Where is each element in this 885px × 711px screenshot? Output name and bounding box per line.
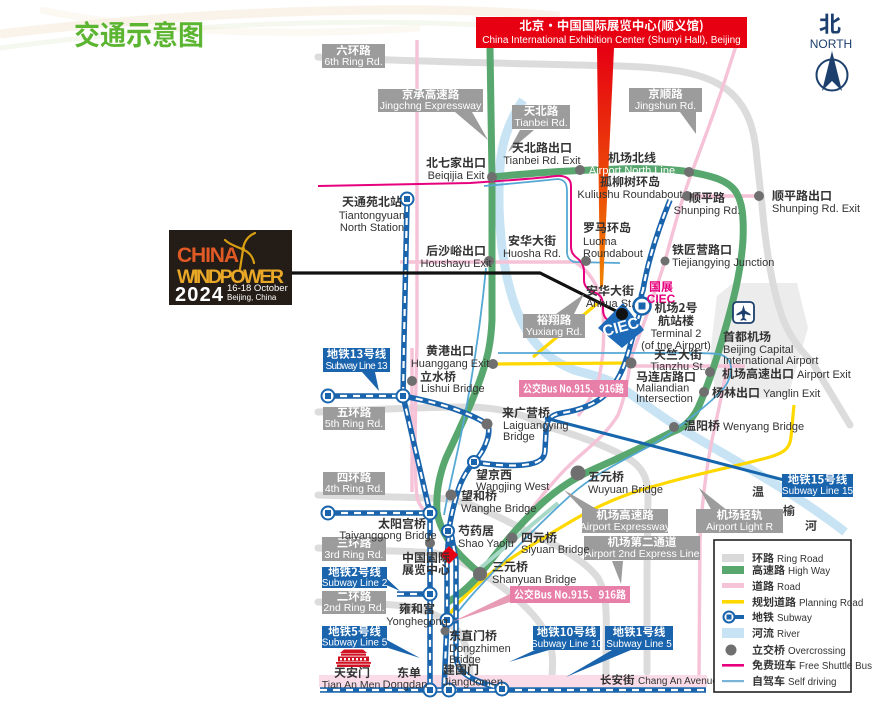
svg-text:International Airport: International Airport [723, 355, 818, 367]
svg-text:Subway Line 5: Subway Line 5 [322, 638, 388, 649]
svg-text:Beijing, China: Beijing, China [227, 293, 277, 302]
svg-text:Shao Yaoju: Shao Yaoju [458, 538, 514, 550]
svg-text:Dongdan: Dongdan [383, 679, 428, 691]
svg-text:Luoma: Luoma [583, 236, 618, 248]
svg-text:Taiyanggong Bridge: Taiyanggong Bridge [339, 530, 436, 542]
svg-text:Shunping Rd. Exit: Shunping Rd. Exit [772, 203, 860, 215]
svg-text:Self driving: Self driving [788, 677, 836, 688]
svg-text:North Station: North Station [340, 222, 404, 234]
svg-text:Terminal 2: Terminal 2 [651, 328, 702, 340]
svg-text:Free Shuttle Bus: Free Shuttle Bus [799, 661, 872, 672]
svg-text:5th Ring Rd.: 5th Ring Rd. [325, 418, 383, 430]
svg-text:Laiguangying: Laiguangying [503, 420, 568, 432]
svg-text:Kuliushu Roundabout: Kuliushu Roundabout [577, 189, 682, 201]
svg-text:CHINA: CHINA [177, 244, 239, 267]
svg-text:Road: Road [777, 582, 800, 593]
svg-text:16-18 October: 16-18 October [227, 283, 288, 294]
svg-text:NORTH: NORTH [810, 37, 852, 51]
svg-text:Yuxiang Rd.: Yuxiang Rd. [526, 326, 583, 338]
svg-text:4th Ring Rd.: 4th Ring Rd. [325, 483, 383, 495]
svg-text:Subway Line 10: Subway Line 10 [531, 639, 603, 650]
svg-text:Dongzhimen: Dongzhimen [449, 643, 511, 655]
svg-text:Airport North Line: Airport North Line [589, 165, 675, 177]
svg-text:Airport Expressway: Airport Expressway [580, 521, 671, 533]
svg-text:Bridge: Bridge [449, 654, 481, 666]
svg-text:Roundabout: Roundabout [583, 248, 643, 260]
svg-text:Siyuan Bridge: Siyuan Bridge [521, 544, 590, 556]
svg-text:Maliandian: Maliandian [636, 383, 689, 395]
svg-text:Tiantongyuan: Tiantongyuan [339, 210, 405, 222]
svg-text:China International Exhibition: China International Exhibition Center (S… [482, 35, 740, 46]
svg-text:Tiejiangying Junction: Tiejiangying Junction [672, 257, 774, 269]
svg-text:Wenyang Bridge: Wenyang Bridge [723, 421, 804, 433]
svg-text:Beiqijia Exit: Beiqijia Exit [428, 170, 485, 182]
svg-text:Airport 2nd Express Line: Airport 2nd Express Line [585, 548, 700, 560]
svg-text:Tianbei Rd.: Tianbei Rd. [514, 117, 567, 129]
svg-text:Beijing Capital: Beijing Capital [723, 344, 793, 356]
svg-text:Huanggang Exit: Huanggang Exit [411, 358, 489, 370]
svg-text:2nd Ring Rd.: 2nd Ring Rd. [323, 602, 384, 614]
svg-text:Yonghegong: Yonghegong [386, 616, 447, 628]
svg-text:Subway Line 15: Subway Line 15 [782, 486, 854, 497]
svg-text:Subway Line 5: Subway Line 5 [606, 639, 672, 650]
svg-text:Shunping Rd.: Shunping Rd. [674, 205, 741, 217]
svg-text:(of tne Airport): (of tne Airport) [641, 340, 711, 352]
svg-text:Jianguomen: Jianguomen [443, 677, 503, 689]
svg-text:Bridge: Bridge [503, 431, 535, 443]
svg-text:Planning Road: Planning Road [799, 598, 863, 609]
svg-text:Huosha Rd.: Huosha Rd. [503, 248, 561, 260]
svg-text:Airport Exit: Airport Exit [797, 369, 851, 381]
svg-text:Tianzhu St.: Tianzhu St. [650, 361, 705, 373]
svg-text:Airport Light R: Airport Light R [706, 521, 774, 533]
svg-text:River: River [777, 629, 801, 640]
svg-text:WINDPOWER: WINDPOWER [177, 266, 284, 288]
svg-text:Subway: Subway [777, 613, 812, 624]
svg-text:Yanglin Exit: Yanglin Exit [763, 388, 820, 400]
svg-text:Ring Road: Ring Road [777, 554, 823, 565]
svg-text:2024: 2024 [175, 284, 224, 306]
svg-text:High Way: High Way [788, 566, 830, 577]
svg-text:Houshayu Exit: Houshayu Exit [421, 258, 492, 270]
svg-text:Wuyuan Bridge: Wuyuan Bridge [588, 484, 663, 496]
svg-text:Tian An Men: Tian An Men [322, 679, 381, 691]
svg-text:Jingchng Expressway: Jingchng Expressway [380, 100, 482, 112]
svg-text:Wanghe Bridge: Wanghe Bridge [461, 503, 536, 515]
svg-text:Overcrossing: Overcrossing [788, 646, 846, 657]
svg-text:Anhua St.: Anhua St. [586, 298, 634, 310]
svg-text:Subway Line 13: Subway Line 13 [326, 361, 388, 372]
svg-text:Subway Line 2: Subway Line 2 [322, 578, 388, 589]
svg-text:Wangjing West: Wangjing West [476, 481, 549, 493]
svg-text:Intersection: Intersection [636, 393, 693, 405]
svg-text:6th Ring Rd.: 6th Ring Rd. [324, 56, 382, 68]
svg-text:Jingshun Rd.: Jingshun Rd. [635, 100, 696, 112]
svg-text:Chang An Avenue: Chang An Avenue [638, 676, 718, 687]
svg-text:Lishui Bridge: Lishui Bridge [421, 383, 485, 395]
svg-text:Shanyuan Bridge: Shanyuan Bridge [492, 574, 576, 586]
svg-text:Tianbei Rd. Exit: Tianbei Rd. Exit [503, 155, 580, 167]
svg-text:3rd Ring Rd.: 3rd Ring Rd. [325, 549, 384, 561]
